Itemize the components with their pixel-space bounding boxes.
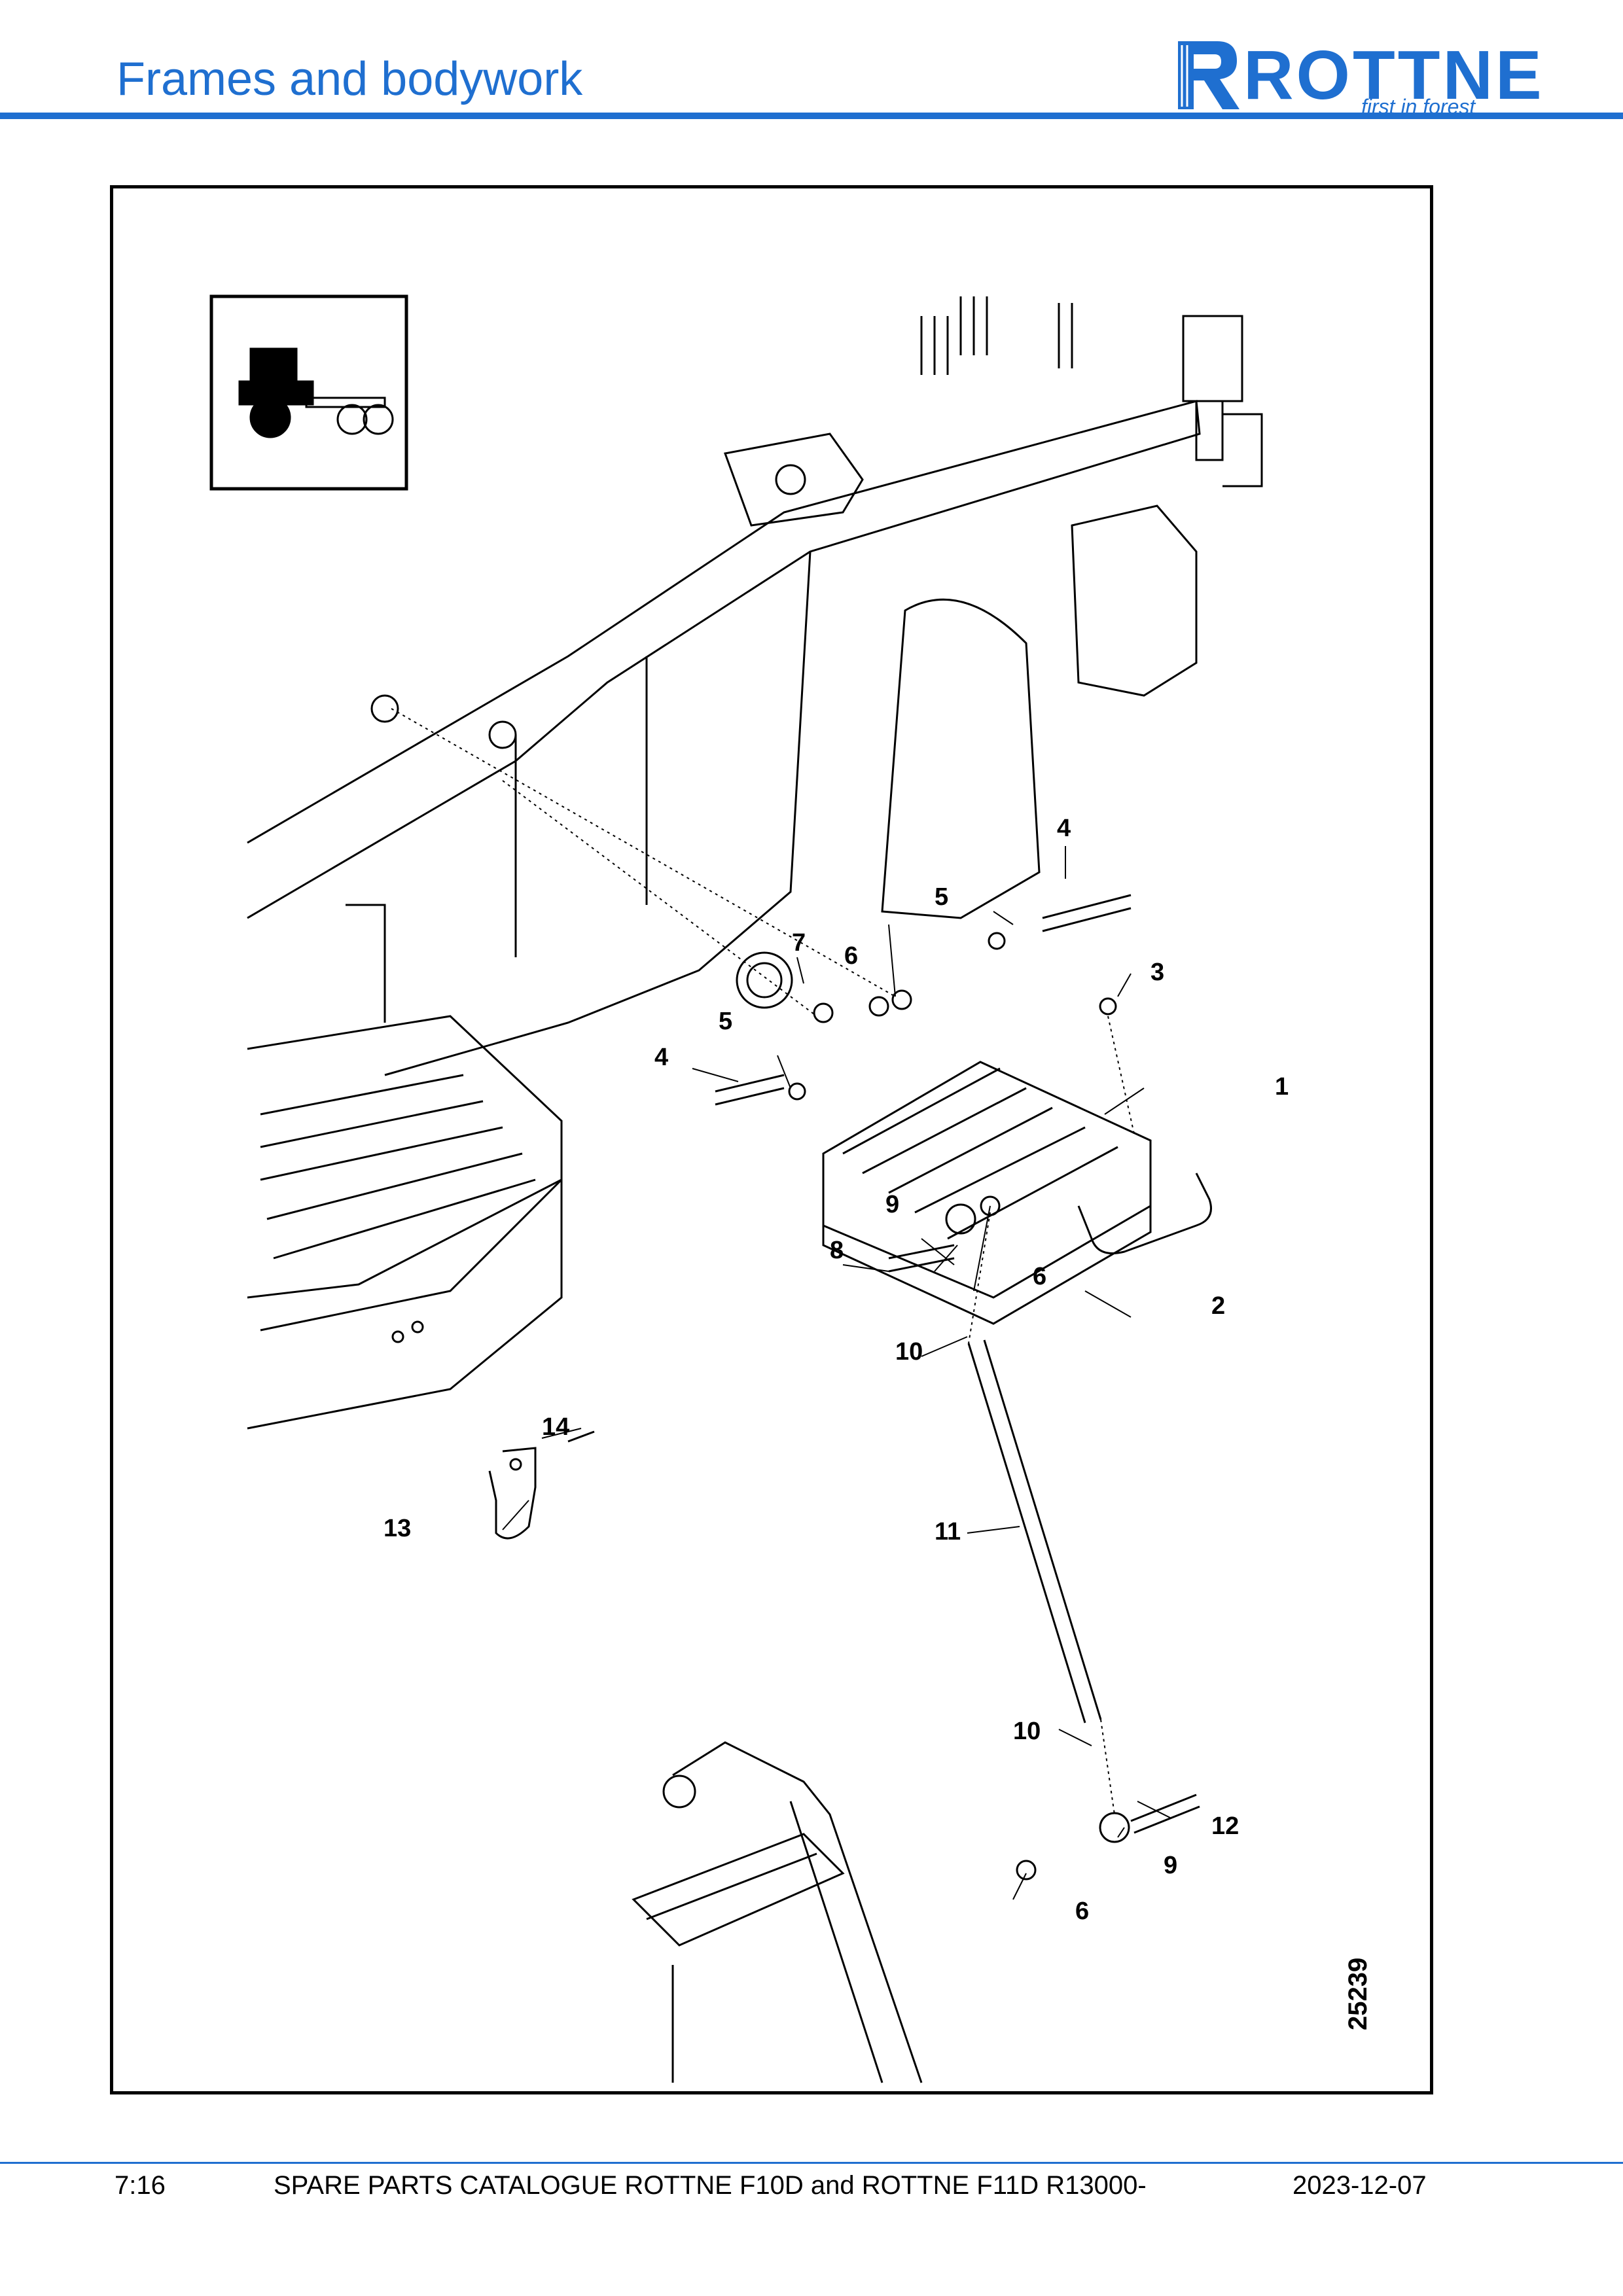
footer-rule [0,2162,1623,2164]
exploded-view-drawing: 4 5 3 7 6 5 4 1 9 8 6 2 10 14 13 11 10 1… [209,294,1372,2083]
callout-4: 4 [654,1044,668,1071]
callout-10: 10 [895,1338,923,1366]
frame-structure [247,296,1263,1076]
bolt [1130,1793,1200,1834]
callout-2: 2 [1211,1292,1225,1320]
callout-8: 8 [830,1237,844,1264]
nut [891,989,912,1010]
drawing-frame [110,185,1433,2094]
bolt-head [1099,997,1117,1016]
publication-date: 2023-12-07 [1293,2171,1427,2200]
callout-9: 9 [1164,1852,1177,1879]
washer [988,932,1006,950]
callout-5: 5 [719,1008,732,1035]
callout-12: 12 [1211,1812,1239,1840]
callout-1: 1 [1275,1073,1289,1101]
callout-3: 3 [1150,959,1164,986]
drawing-number: 25239 [1344,1958,1372,2030]
rottne-r-emblem-icon [1178,41,1240,109]
callout-14: 14 [542,1413,569,1441]
catalogue-title: SPARE PARTS CATALOGUE ROTTNE F10D and RO… [274,2171,1147,2200]
bolt [567,1430,595,1443]
handle [1077,1173,1212,1254]
callout-10: 10 [1013,1718,1041,1745]
callout-6: 6 [1075,1898,1089,1925]
callout-9: 9 [885,1191,899,1218]
rod-eye [945,1203,976,1235]
left-platform [247,1015,563,1430]
bolt-head [509,1458,522,1471]
washer [788,1082,806,1101]
rod-eye [1099,1812,1130,1843]
callout-6: 6 [844,942,858,970]
machine-silhouette-icon [209,294,408,491]
nut [813,1002,834,1023]
logo-wordmark: ROTTNE [1243,37,1544,114]
bolt [715,1074,785,1106]
page-title: Frames and bodywork [116,53,583,105]
callout-11: 11 [935,1518,961,1545]
page-number: 7:16 [115,2171,166,2200]
callout-4: 4 [1057,815,1071,842]
step-grating [822,1061,1152,1325]
rod [967,1339,1102,1723]
callout-5: 5 [935,883,948,911]
callout-6: 6 [1033,1263,1046,1290]
rottne-logo: ROTTNE first in forest [1171,36,1542,118]
lower-ladder [632,1741,923,2083]
header-rule [0,113,1623,119]
bracket [488,1447,537,1540]
callout-13: 13 [383,1515,411,1542]
nut [868,996,889,1017]
nut [1016,1860,1037,1881]
bolt [1042,894,1132,932]
callout-7: 7 [792,929,806,957]
